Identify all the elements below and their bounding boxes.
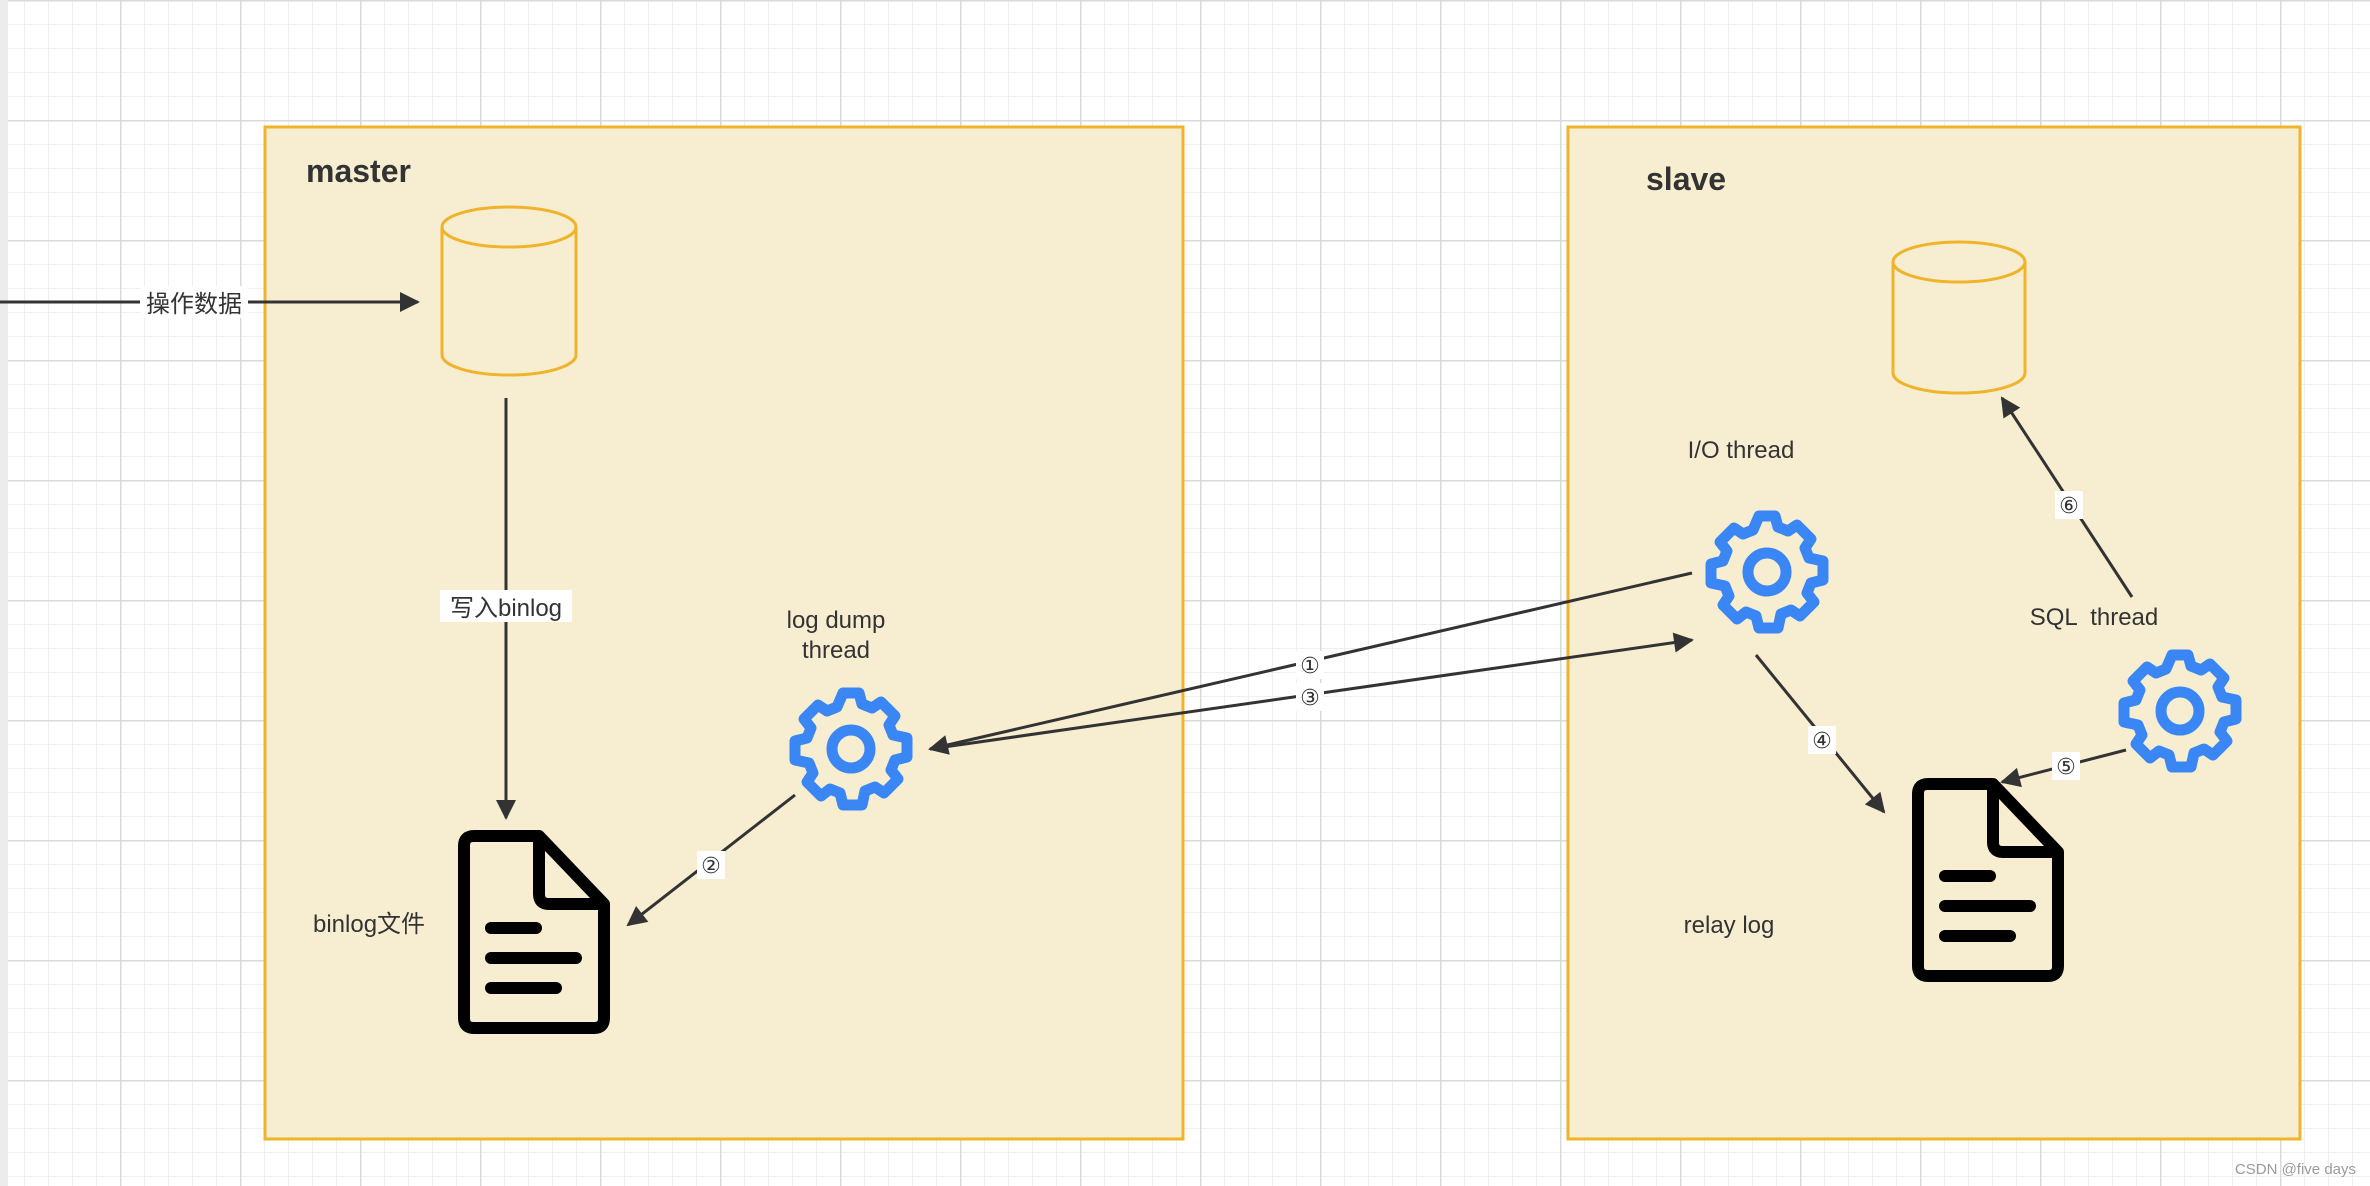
- master-database-icon: [440, 205, 578, 377]
- step-4-label: ④: [1812, 728, 1832, 753]
- step-4-bg: [1808, 726, 1836, 754]
- io-thread-label: I/O thread: [1688, 437, 1795, 464]
- step-2-label: ②: [701, 853, 721, 878]
- slave-database-icon: [1891, 240, 2027, 395]
- operate-label-bg: [140, 286, 248, 318]
- master-container: [263, 125, 1185, 1141]
- step-5-label: ⑤: [2056, 754, 2076, 779]
- step-3-label: ③: [1300, 685, 1320, 710]
- csdn-watermark: CSDN @five days: [2235, 1161, 2356, 1178]
- slave-container: [1566, 125, 2302, 1141]
- relay-log-label: relay log: [1684, 912, 1775, 939]
- master-title: master: [306, 153, 411, 189]
- write-label-bg: [440, 590, 572, 622]
- log-dump-label-line1: log dump: [787, 607, 886, 634]
- write-binlog-label: 写入binlog: [450, 595, 562, 622]
- sql-thread-label: SQL thread: [2030, 604, 2159, 631]
- log-dump-label-line2: thread: [802, 637, 870, 664]
- step-1-bg: [1296, 651, 1324, 679]
- step-5-bg: [2052, 752, 2080, 780]
- step-2-bg: [697, 851, 725, 879]
- operate-data-label: 操作数据: [146, 291, 242, 318]
- binlog-file-label: binlog文件: [313, 911, 425, 938]
- step-1-label: ①: [1300, 653, 1320, 678]
- slave-title: slave: [1646, 161, 1726, 197]
- step-6-bg: [2055, 491, 2083, 519]
- canvas-left-edge: [0, 0, 8, 1186]
- step-3-bg: [1296, 683, 1324, 711]
- step-6-label: ⑥: [2059, 493, 2079, 518]
